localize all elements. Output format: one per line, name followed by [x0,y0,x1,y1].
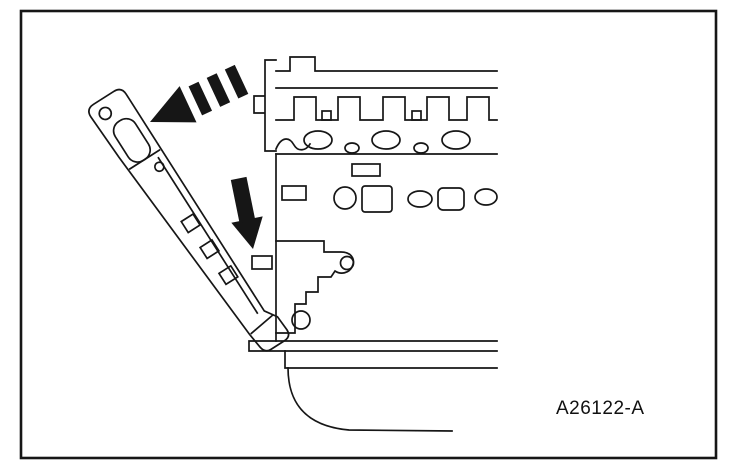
mount-arrow-shaft-icon [230,176,256,224]
bracket-segment [198,238,221,260]
cam-cap-notch [411,110,422,121]
bracket-channel-line [157,156,259,315]
bracket-outer [88,88,290,352]
lower-body-curve [287,367,453,432]
pan-rail [248,340,498,352]
deck-port [303,130,333,150]
head-end-plate [253,59,277,152]
removal-arrow-head-icon [150,86,197,123]
bracket-segment [180,212,202,234]
removal-arrow-dash-icon [188,81,213,116]
face-feature-ellipse [407,190,433,208]
mount-point-arrow [230,176,263,249]
engine-block-outline [248,56,498,432]
bracket-shoulder-line [128,148,161,171]
mount-arrow-head-icon [231,216,263,249]
diagram-linework [19,9,718,460]
mount-boss [251,255,273,270]
bracket-foot-line [250,313,274,335]
deck-port [371,130,401,150]
face-feature-ellipse [474,188,498,206]
casting-hole [291,310,311,330]
cam-cap-notch [321,110,332,121]
deck-port-small [344,142,360,154]
casting-contour [275,240,355,334]
removal-arrow-dash-icon [206,73,231,107]
face-feature-rect [351,163,381,177]
face-feature-circle [333,186,357,210]
motion-arrows [150,64,263,249]
gasket-squiggle [274,138,312,151]
figure-border [19,9,718,460]
removal-direction-arrow [150,64,249,123]
face-feature-rect [361,185,393,213]
figure-reference-label: A26122-A [556,398,645,419]
deck-port-small [413,142,429,154]
cam-cap-row [275,96,498,121]
casting-boss-circle [339,255,355,271]
face-feature-rect [437,187,465,211]
deck-port [441,130,471,150]
face-feature-rect [281,185,307,201]
bracket-pivot-hole [98,106,113,121]
bracket-segment [217,264,239,286]
removal-arrow-dash-icon [224,64,249,99]
bracket-part-outline [88,88,290,352]
pan-step [284,350,498,369]
head-top-profile [275,56,498,72]
